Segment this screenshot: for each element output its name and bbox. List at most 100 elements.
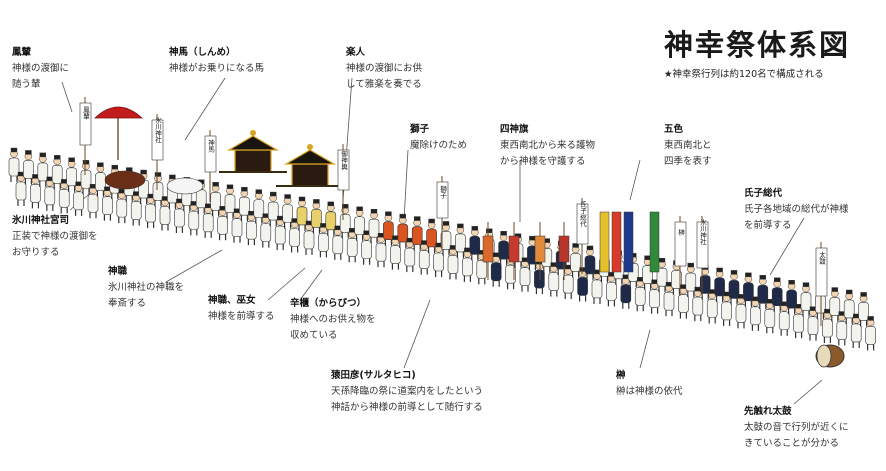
figure-robe (534, 269, 545, 289)
figure-hat (687, 262, 694, 268)
figure-hat (694, 286, 701, 292)
annotation-sakaki: 榊 榊は神様の依代 (616, 368, 683, 400)
figure-robe (728, 280, 740, 299)
figure-hat (860, 292, 867, 297)
annotation-line: 魔除けのため (410, 140, 468, 151)
banner-hikawa: 氷川神社 (151, 114, 164, 190)
figure-robe (440, 231, 452, 250)
figure-robe (757, 284, 769, 304)
procession-figure (591, 269, 603, 304)
procession-figure (267, 191, 279, 227)
procession-figure (282, 194, 293, 229)
figure-hat (154, 172, 162, 177)
figure-robe (289, 228, 300, 247)
figure-robe (822, 318, 833, 338)
figure-robe (37, 162, 49, 182)
procession-figure (807, 306, 819, 341)
figure-robe (253, 199, 265, 218)
figure-robe (217, 215, 228, 235)
figure-robe (383, 221, 394, 240)
annotation-line: 随う輦 (12, 79, 41, 90)
procession-figure (253, 189, 265, 224)
figure-robe (346, 238, 358, 257)
procession-figure (224, 184, 236, 219)
figure-robe (274, 225, 286, 245)
taiko-drum-face (816, 344, 832, 368)
figure-robe (51, 165, 63, 184)
figure-hat (10, 147, 18, 153)
procession-figure (685, 262, 697, 298)
leader-line (403, 149, 409, 221)
page-subtitle: ★神幸祭行列は約120名で構成される (664, 69, 824, 80)
figure-robe (224, 194, 236, 214)
annotation-heading: 獅子 (410, 124, 430, 135)
banner-cloth (79, 102, 92, 146)
banner-text: 御神輿 (340, 149, 348, 171)
figure-hat (716, 267, 723, 273)
figure-hat (572, 243, 579, 248)
figure-robe (390, 245, 401, 264)
procession-figure (73, 181, 84, 216)
banner-text: 氷川神社 (699, 218, 707, 247)
figure-hat (550, 262, 557, 267)
procession-figure (411, 216, 423, 251)
figure-hat (399, 213, 406, 219)
figure-hat (169, 174, 176, 180)
figure-robe (368, 218, 380, 238)
procession-figure (159, 196, 171, 231)
figure-robe (469, 236, 481, 255)
figure-hat (521, 257, 529, 262)
figure-hat (774, 277, 781, 282)
figure-robe (570, 253, 581, 272)
procession-figure (325, 201, 337, 236)
procession-figure (354, 206, 365, 241)
procession-figure (80, 160, 92, 195)
figure-robe (159, 206, 171, 225)
figure-robe (411, 226, 423, 245)
figure-hat (759, 275, 766, 280)
procession-figure (447, 245, 459, 280)
annotation-heading: 辛櫃（からびつ） (290, 298, 367, 309)
figure-robe (267, 201, 279, 221)
figure-hat (97, 162, 104, 167)
figure-robe (433, 252, 444, 272)
figure-robe (325, 211, 337, 231)
figure-robe (714, 277, 725, 297)
sacred-horse (166, 177, 204, 195)
figure-hat (579, 267, 586, 272)
figure-robe (361, 240, 372, 260)
leader-line (639, 329, 651, 369)
figure-robe (685, 272, 697, 292)
figure-hat (140, 169, 147, 175)
procession-figure (764, 299, 776, 334)
figure-hat (471, 226, 478, 231)
annotation-line: 東西南北から来る護物 (500, 140, 596, 151)
figure-robe (750, 306, 761, 326)
banner-shishi: 獅子 (436, 176, 449, 248)
red-umbrella (94, 106, 144, 119)
figure-robe (375, 242, 387, 262)
banner-shinme: 神馬 (204, 130, 217, 202)
banner-houren: 鳳輦 (79, 97, 92, 175)
leader-line (629, 159, 641, 201)
figure-hat (356, 206, 363, 211)
annotation-line: 神様へのお供え物を (290, 314, 376, 325)
annotation-heading: 楽人 (346, 47, 366, 58)
procession-figure (51, 155, 63, 190)
figure-robe (332, 235, 344, 255)
procession-figure (843, 289, 855, 324)
mikoshi-phoenix (307, 144, 313, 150)
procession-figure (289, 218, 300, 253)
figure-robe (282, 204, 293, 223)
annotation-line: を前導する (744, 220, 792, 231)
annotation-line: きていることが分かる (744, 438, 840, 449)
procession-figure (152, 172, 164, 207)
annotation-shinme: 神馬（しんめ） 神様がお乗りになる馬 (169, 45, 264, 77)
figure-hat (593, 269, 601, 275)
figure-hat (406, 237, 413, 243)
banner-cloth (674, 221, 687, 267)
leader-line (165, 249, 223, 283)
goshiki-streamer (611, 211, 622, 273)
figure-hat (737, 294, 745, 299)
procession-figure (426, 218, 437, 253)
